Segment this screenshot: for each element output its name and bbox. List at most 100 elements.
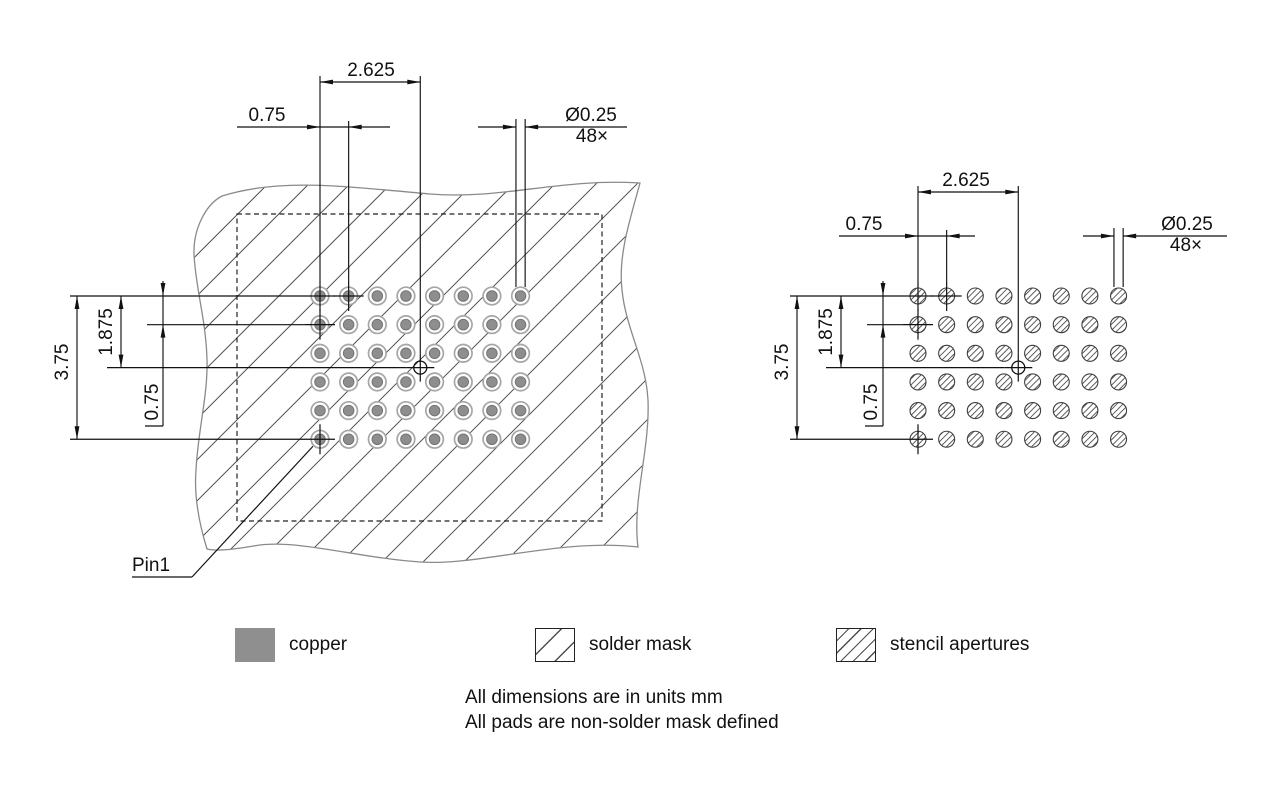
stencil-aperture (966, 402, 984, 420)
stencil-aperture (1052, 430, 1070, 448)
stencil-aperture (938, 316, 956, 334)
stencil-aperture (1052, 344, 1070, 362)
copper-pad (396, 429, 416, 449)
copper-pad (453, 400, 473, 421)
copper-pad (482, 315, 502, 335)
copper-pad (453, 286, 473, 306)
copper-pad (424, 372, 445, 392)
stencil-aperture (909, 373, 927, 391)
dim-label-pad-pitch-horizontal: 0.75 (846, 214, 883, 235)
copper-pad (424, 400, 445, 421)
stencil-aperture (1110, 287, 1128, 305)
stencil-aperture (1110, 316, 1128, 334)
stencil-aperture (1081, 287, 1099, 305)
dim-label-pad-count: 48× (576, 126, 608, 147)
solder-mask-swatch (535, 628, 575, 662)
note-nsmd: All pads are non-solder mask defined (465, 712, 779, 733)
stencil-aperture (966, 344, 984, 362)
stencil-aperture (1052, 373, 1070, 391)
stencil-aperture (909, 344, 927, 362)
stencil-aperture (1081, 316, 1099, 334)
copper-pad (453, 372, 473, 392)
copper-pad (396, 286, 416, 306)
drawing-notes: All dimensions are in units mm All pads … (465, 685, 779, 735)
stencil-aperture (995, 344, 1013, 362)
stencil-aperture (1110, 344, 1128, 362)
stencil-aperture (966, 430, 984, 448)
dim-label-pad-diameter: Ø0.25 (565, 105, 617, 126)
stencil-aperture (938, 344, 956, 362)
copper-pad (339, 372, 359, 392)
stencil-aperture (995, 402, 1013, 420)
stencil-aperture (995, 316, 1013, 334)
copper-pad (424, 343, 445, 363)
legend-label-copper: copper (289, 634, 348, 655)
dim-label-pad-diameter: Ø0.25 (1161, 214, 1213, 235)
dim-label-pad-span-horizontal: 2.625 (942, 170, 990, 191)
legend-item-solder-mask: solder mask (535, 628, 691, 662)
copper-pad (510, 286, 531, 306)
stencil-aperture (1024, 430, 1042, 448)
dim-label-pad-span-horizontal: 2.625 (347, 60, 395, 81)
stencil-aperture (1110, 402, 1128, 420)
copper-pad (310, 372, 330, 392)
copper-pad (396, 372, 416, 392)
copper-pad (482, 429, 502, 449)
copper-pad (310, 400, 330, 421)
legend-label-stencil-apertures: stencil apertures (890, 634, 1030, 655)
copper-pad (367, 372, 387, 392)
stencil-aperture (1024, 344, 1042, 362)
stencil-aperture (1024, 373, 1042, 391)
copper-pad (482, 343, 502, 363)
copper-pad (482, 286, 502, 306)
stencil-aperture (1024, 402, 1042, 420)
dim-label-pad-span-vertical: 3.75 (772, 344, 793, 381)
copper-pad (510, 343, 531, 363)
copper-pad (510, 315, 531, 335)
stencil-aperture (938, 430, 956, 448)
stencil-apertures-swatch (836, 628, 876, 662)
legend-item-stencil-apertures: stencil apertures (836, 628, 1029, 662)
stencil-aperture (1052, 402, 1070, 420)
copper-pad (396, 400, 416, 421)
stencil-aperture (995, 373, 1013, 391)
dim-label-pad-half-span-vertical: 1.875 (816, 308, 837, 356)
copper-pad (339, 429, 359, 449)
copper-pad (482, 372, 502, 392)
copper-pad (367, 343, 387, 363)
copper-pad (310, 343, 330, 363)
copper-pad (339, 343, 359, 363)
solder-mask-region (193, 181, 649, 564)
copper-pad (453, 315, 473, 335)
stencil-aperture (1081, 344, 1099, 362)
copper-pad (396, 315, 416, 335)
dim-label-pad-count: 48× (1170, 235, 1202, 256)
stencil-aperture (909, 402, 927, 420)
dim-label-pad-pitch-vertical: 0.75 (142, 384, 163, 421)
pin1-label: Pin1 (132, 555, 170, 576)
stencil-aperture (938, 373, 956, 391)
copper-pad (339, 400, 359, 421)
copper-pad (367, 400, 387, 421)
copper-pad (510, 400, 531, 421)
stencil-aperture (1052, 316, 1070, 334)
stencil-aperture (966, 316, 984, 334)
stencil-aperture (966, 373, 984, 391)
dim-label-pad-pitch-vertical: 0.75 (861, 384, 882, 421)
copper-pad (510, 372, 531, 392)
stencil-aperture (995, 287, 1013, 305)
stencil-aperture (1110, 430, 1128, 448)
copper-pad (339, 315, 359, 335)
dim-label-pad-span-vertical: 3.75 (52, 344, 73, 381)
stencil-aperture (1052, 287, 1070, 305)
copper-pad (424, 286, 445, 306)
stencil-aperture (1024, 287, 1042, 305)
copper-pad (367, 315, 387, 335)
stencil-aperture (995, 430, 1013, 448)
stencil-aperture (1081, 373, 1099, 391)
stencil-aperture (1081, 430, 1099, 448)
